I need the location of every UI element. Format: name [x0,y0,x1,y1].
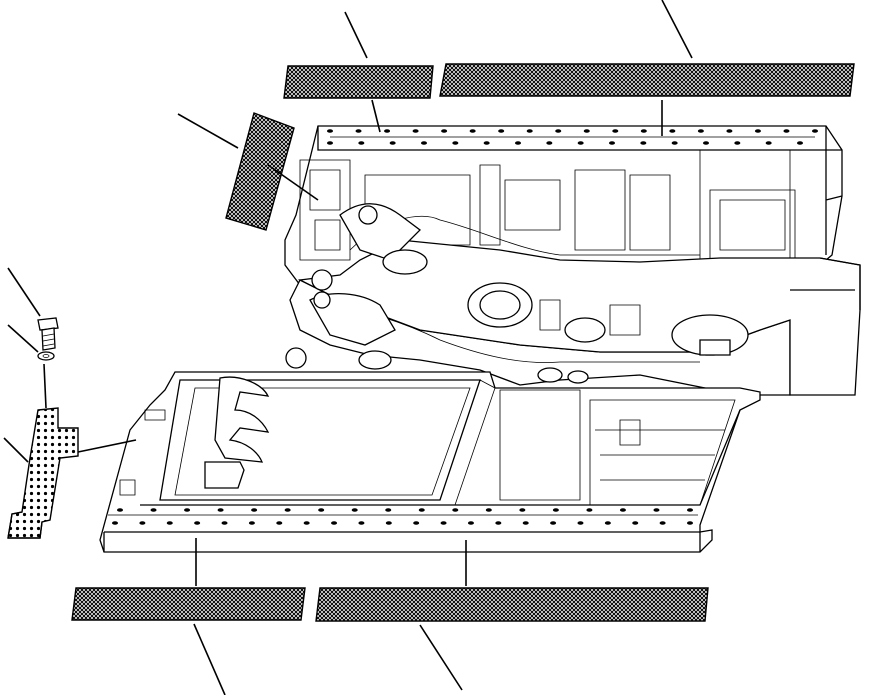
rivet [653,508,660,512]
rivet [217,508,224,512]
rivet [194,521,201,525]
rivet [734,141,741,145]
rivet [754,129,761,133]
rivet [498,129,505,133]
rivet [221,521,228,525]
rivet [469,129,476,133]
boom-arm-assembly [285,203,861,396]
rivet [687,521,693,525]
rivet [604,521,611,525]
rivet [331,521,338,525]
rivet [251,508,258,512]
floor-mats [71,63,855,622]
deck-rivets [112,129,818,525]
rivet [327,129,333,133]
rivet [697,129,704,133]
rivet [640,141,647,145]
rivet [452,141,459,145]
rivet [351,508,358,512]
rivet [577,521,584,525]
rivet [139,521,146,525]
rivet [577,141,584,145]
rear-left-mat [283,65,434,99]
rivet [797,141,803,145]
front-right-mat [315,587,709,622]
rivet [586,508,593,512]
front-left-mat [71,587,306,621]
rivet [467,521,474,525]
rear-right-mat [439,63,855,97]
rivet [355,129,362,133]
rivet [112,521,118,525]
rivet [440,521,447,525]
rivet [687,508,693,512]
side-step-mat [225,112,295,231]
step-plate [7,407,79,539]
rivet [117,508,123,512]
washer [37,351,55,361]
bolt [37,317,59,351]
rivet [166,521,173,525]
rivet [418,508,425,512]
rivet [150,508,157,512]
rivet [421,141,427,145]
rivet [284,508,291,512]
rivet [483,141,490,145]
rivet [358,521,365,525]
rivet [632,521,639,525]
rivet [519,508,526,512]
rivet [812,129,818,133]
rivet [327,141,333,145]
rivet [765,141,772,145]
rivet [452,508,459,512]
rivet [583,129,590,133]
rivet [358,141,365,145]
front-deck-frame [99,371,761,553]
rivet [413,521,420,525]
rivet [546,141,553,145]
rivet [619,508,626,512]
rivet [412,129,419,133]
rivet [659,521,666,525]
rivet [385,521,392,525]
rivet [640,129,647,133]
rivet [555,129,562,133]
rivet [184,508,191,512]
rivet [612,129,619,133]
rivet [441,129,448,133]
rivet [276,521,283,525]
rivet [703,141,709,145]
rivet [550,521,557,525]
rivet [385,508,392,512]
rivet [318,508,325,512]
rivet [384,129,391,133]
rivet [609,141,615,145]
rivet [248,521,255,525]
rivet [515,141,521,145]
rivet [726,129,733,133]
rivet [552,508,559,512]
rivet [671,141,678,145]
rivet [783,129,790,133]
rivet [389,141,396,145]
rivet [522,521,529,525]
rivet [526,129,533,133]
leader-lines [3,0,693,695]
rivet [669,129,676,133]
rivet [485,508,492,512]
rivet [495,521,502,525]
rivet [303,521,310,525]
